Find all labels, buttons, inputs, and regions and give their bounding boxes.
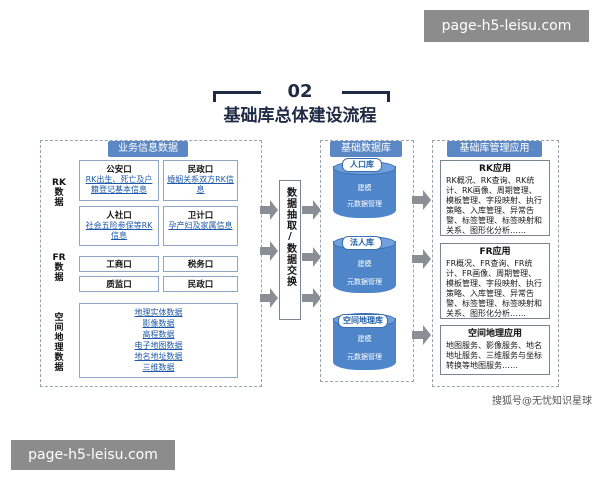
space-item: 三维数据: [142, 363, 175, 372]
mgmt-box-title: RK应用: [479, 164, 511, 174]
exchange-label: 数据抽取/数据交换: [284, 187, 296, 287]
space-item: 地理实体数据: [134, 308, 183, 317]
rk-cell-health: 卫计口 孕产妇及家属信息: [163, 206, 238, 246]
rk-cell-title: 人社口: [106, 211, 132, 221]
mgmt-box-title: 空间地理应用: [467, 329, 522, 339]
exchange-box: 数据抽取/数据交换: [279, 180, 301, 320]
rk-cell-desc: 婚姻关系双方RK信息: [167, 175, 234, 194]
mgmt-box-text: RK概况、RK查询、RK统计、RK画像、周期管理、模板管理、字段映射、执行策略、…: [446, 176, 542, 235]
rk-cell-police: 公安口 RK出生、死亡及户籍登记基本信息: [79, 160, 159, 201]
rk-cell-civil: 民政口 婚姻关系双方RK信息: [163, 160, 238, 201]
mgmt-box-text: 地图服务、影像服务、地名地址服务、三维服务与坐标转换等地图服务……: [446, 341, 542, 370]
fr-cell-tax: 税务口: [163, 256, 238, 272]
arrow-right-icon: [260, 200, 278, 220]
arrows-to-mgmt: [412, 190, 431, 345]
db-name-population: 人口库: [342, 158, 382, 172]
space-item: 影像数据: [142, 319, 175, 328]
arrow-right-icon: [302, 288, 321, 308]
fr-cell-civil: 民政口: [163, 276, 238, 292]
mgmt-box-title: FR应用: [479, 247, 511, 257]
db-name-legal: 法人库: [342, 236, 382, 250]
arrows-to-db: [302, 200, 321, 308]
rk-cell-title: 公安口: [106, 165, 132, 175]
arrow-right-icon: [412, 325, 431, 345]
db-line: 元数据管理: [347, 278, 382, 286]
base-db-panel-tab: 基础数据库: [330, 141, 402, 157]
rk-cell-title: 民政口: [187, 165, 214, 175]
row-label-fr: FR数据: [52, 253, 66, 283]
mgmt-box-space: 空间地理应用 地图服务、影像服务、地名地址服务、三维服务与坐标转换等地图服务……: [440, 325, 550, 375]
rk-cell-desc: RK出生、死亡及户籍登记基本信息: [85, 175, 153, 194]
watermark-bottom-left: page-h5-leisu.com: [11, 440, 175, 470]
rk-cell-desc: 社会五险参保等RK信息: [85, 221, 153, 240]
mgmt-box-text: FR概况、FR查询、FR统计、FR画像、周期管理、模板管理、字段映射、执行策略、…: [446, 259, 542, 318]
arrow-right-icon: [412, 249, 431, 269]
title-bracket-right: [342, 91, 390, 102]
space-data-list: 地理实体数据 影像数据 高程数据 电子地图数据 地名地址数据 三维数据: [79, 303, 238, 378]
step-number: 02: [287, 81, 313, 102]
rk-cell-desc: 孕产妇及家属信息: [168, 221, 233, 230]
watermark-top-right: page-h5-leisu.com: [424, 10, 589, 42]
row-label-space: 空间地理数据: [54, 313, 64, 373]
title-bracket-left: [213, 91, 261, 102]
mgmt-box-fr: FR应用 FR概况、FR查询、FR统计、FR画像、周期管理、模板管理、字段映射、…: [440, 243, 550, 319]
arrow-right-icon: [260, 288, 278, 308]
mgmt-panel-tab: 基础库管理应用: [447, 141, 542, 157]
arrows-to-exchange: [260, 200, 278, 308]
arrow-right-icon: [260, 241, 278, 261]
credit-text: 搜狐号@无忧知识星球: [492, 396, 592, 407]
business-panel-tab: 业务信息数据: [108, 141, 188, 157]
page-title: 基础库总体建设流程: [223, 106, 377, 126]
mgmt-box-rk: RK应用 RK概况、RK查询、RK统计、RK画像、周期管理、模板管理、字段映射、…: [440, 160, 550, 236]
arrow-right-icon: [302, 200, 321, 220]
fr-cell-quality: 质监口: [79, 276, 159, 292]
rk-cell-title: 卫计口: [187, 211, 214, 221]
space-item: 电子地图数据: [134, 341, 183, 350]
db-line: 元数据管理: [347, 200, 382, 208]
db-line: 元数据管理: [347, 353, 382, 361]
space-item: 地名地址数据: [134, 352, 183, 361]
rk-cell-social: 人社口 社会五险参保等RK信息: [79, 206, 159, 246]
row-label-rk: RK数据: [52, 178, 66, 208]
db-name-space: 空间地理库: [338, 314, 388, 328]
db-line: 建模: [357, 184, 372, 192]
arrow-right-icon: [412, 190, 431, 210]
db-line: 建模: [357, 335, 372, 343]
fr-cell-commerce: 工商口: [79, 256, 159, 272]
db-line: 建模: [357, 260, 372, 268]
space-item: 高程数据: [142, 330, 175, 339]
arrow-right-icon: [302, 247, 321, 267]
